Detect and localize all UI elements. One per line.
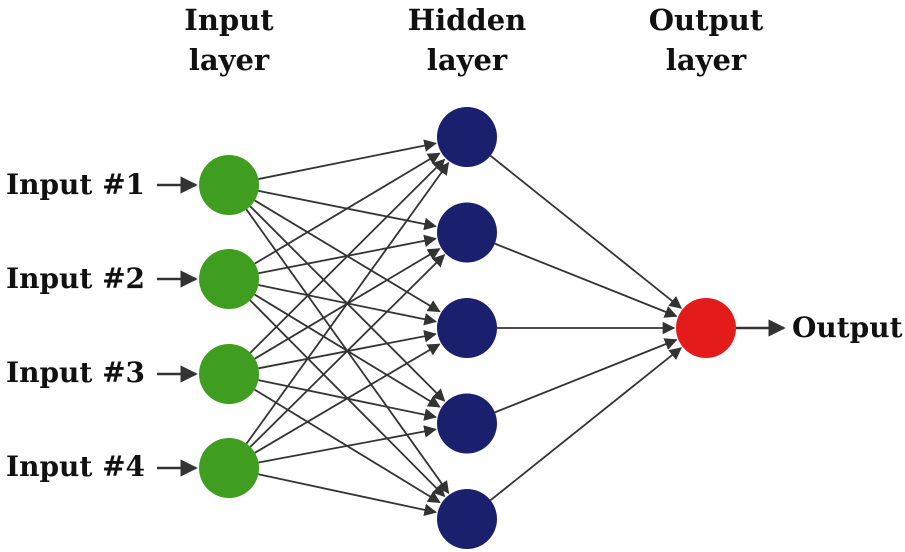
- input-label-2: Input #2: [6, 262, 145, 295]
- edge-hidden5-output: [489, 347, 682, 501]
- output-node: [676, 298, 736, 358]
- edge-input3-hidden1: [249, 158, 446, 354]
- hidden-node-2: [437, 202, 497, 263]
- input-label-3: Input #3: [6, 356, 145, 389]
- hidden-node-4: [437, 393, 497, 454]
- hidden-node-5: [437, 489, 497, 549]
- edge-hidden1-output: [489, 155, 682, 309]
- edge-input4-hidden1: [245, 161, 450, 445]
- nodes: [199, 107, 736, 549]
- input-node-3: [199, 344, 259, 404]
- edge-input4-hidden3: [254, 343, 441, 454]
- output-layer-title-line2: layer: [666, 43, 747, 77]
- edge-hidden2-output: [494, 242, 678, 318]
- hidden-node-3: [437, 298, 497, 358]
- input-layer-title-line2: layer: [189, 43, 270, 77]
- edge-input4-hidden2: [249, 254, 446, 448]
- input-layer-title-line1: Input: [184, 3, 274, 37]
- output-layer-title-line1: Output: [649, 3, 764, 37]
- input-label-4: Input #4: [6, 450, 145, 483]
- input-label-1: Input #1: [6, 168, 145, 201]
- output-label: Output: [792, 311, 903, 344]
- hidden-node-1: [437, 107, 497, 167]
- edge-input1-hidden1: [258, 139, 437, 180]
- input-arrows: [157, 176, 198, 477]
- input-node-4: [199, 438, 259, 498]
- edge-input4-hidden5: [258, 473, 437, 517]
- input-node-2: [199, 249, 259, 309]
- hidden-layer-title-line2: layer: [427, 43, 508, 77]
- edge-input4-hidden4: [258, 425, 437, 464]
- edge-hidden4-output: [494, 338, 678, 414]
- hidden-layer-title-line1: Hidden: [408, 3, 527, 37]
- connections: [245, 139, 682, 517]
- edge-input2-hidden1: [254, 152, 441, 265]
- input-node-1: [199, 155, 259, 215]
